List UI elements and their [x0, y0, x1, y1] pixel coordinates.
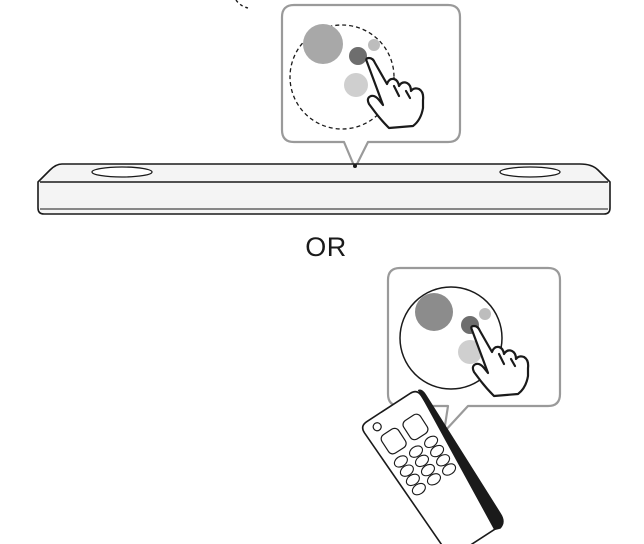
bottom-button-large-dot	[415, 293, 453, 331]
top-callout-bubble	[280, 3, 462, 170]
top-dashed-arc	[235, 0, 249, 9]
remote-side-edge	[417, 389, 504, 531]
soundbar-body	[37, 163, 611, 215]
bottom-button-small-dot	[479, 308, 491, 320]
remote-power-button	[372, 422, 382, 432]
top-pointing-hand-icon	[365, 56, 425, 130]
top-button-large-dot	[303, 24, 343, 64]
top-button-light-dot	[344, 73, 368, 97]
or-label: OR	[305, 232, 347, 262]
soundbar-right-panel	[499, 166, 561, 178]
top-button-dashed-ring	[289, 24, 395, 130]
remote-key-left-large	[380, 427, 407, 455]
bottom-button-light-dot	[458, 340, 482, 364]
top-callout	[280, 3, 462, 170]
bottom-pointing-hand-icon	[470, 324, 530, 398]
top-button-center-dot	[349, 47, 367, 65]
soundbar	[37, 163, 611, 215]
soundbar-left-panel	[91, 166, 153, 178]
remote-key-right-large	[402, 413, 429, 441]
remote-keypad	[393, 435, 457, 496]
soundbar-center-indicator	[353, 164, 357, 168]
bottom-callout	[386, 266, 562, 434]
remote-control	[361, 389, 504, 544]
bottom-button-ring	[399, 286, 503, 390]
top-button-small-dot	[368, 39, 380, 51]
